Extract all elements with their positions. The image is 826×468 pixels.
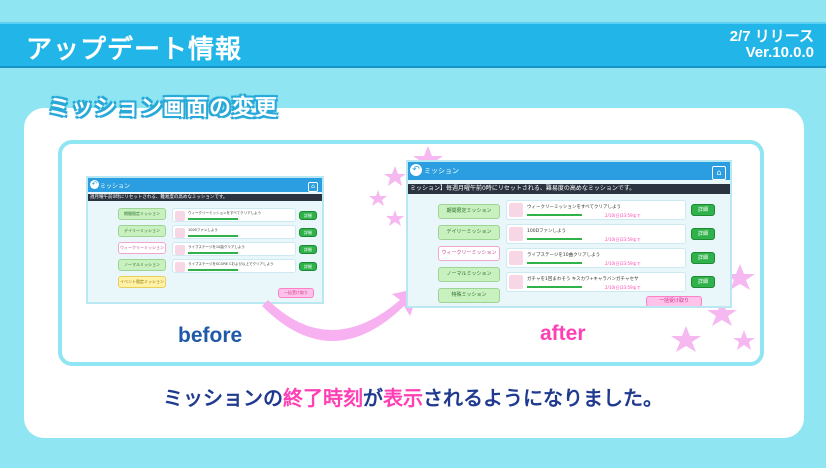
mission-tabs: 期間限定ミッション デイリーミッション ウィークリーミッション ノーマルミッショ… [118,208,166,293]
mission-thumbnail [175,228,185,238]
footer-suffix: されるようになりました。 [423,386,663,410]
mission-message: 週月曜午前0時にリセットされる、難易度の高めなミッションです。 [88,194,322,201]
before-caption: before [178,324,243,347]
progress-bar [527,214,582,216]
list-item: ライブステージを10曲クリアしよう 2/10(日)23:59まで 詳細 [506,248,715,268]
mission-header: ↶ ミッション ⌂ [88,178,322,192]
mission-text: 1000ファンしよう [188,228,218,232]
list-item: ウィークリーミッションをすべてクリアしよう 2/10(日)23:59まで 詳細 [506,200,715,220]
mission-text: 100Dファンしよう [527,229,567,234]
footer-middle: が [363,386,383,410]
page-title: アップデート情報 [26,35,243,65]
tab-limited: 期間限定ミッション [438,204,500,219]
progress-bar [188,269,238,271]
tab-normal: ノーマルミッション [118,259,166,271]
detail-button: 詳細 [691,276,715,288]
tab-daily: デイリーミッション [118,225,166,237]
mission-message: ミッション】毎週月曜午前0時にリセットされる、難易度の高めなミッションです。 [408,184,730,194]
mission-thumbnail [509,251,523,265]
detail-button: 詳細 [691,228,715,240]
detail-button: 詳細 [299,228,317,237]
end-time: 2/10(日)23:59まで [605,261,641,266]
mission-list: ウィークリーミッションをすべてクリアしよう 2/10(日)23:59まで 詳細 … [506,200,715,296]
header-label: ミッション [100,183,131,190]
list-item: 1000ファンしよう 詳細 [172,225,317,239]
progress-bar [188,218,238,220]
version-label: Ver.10.0.0 [745,44,814,61]
end-time: 2/10(日)23:59まで [605,213,641,218]
footer-message: ミッションの終了時刻が表示されるようになりました。 [0,382,826,411]
mission-thumbnail [175,262,185,272]
progress-bar [188,235,238,237]
section-title: ミッション画面の変更 [48,96,279,121]
tab-limited: 期間限定ミッション [118,208,166,220]
before-screenshot: ↶ ミッション ⌂ 週月曜午前0時にリセットされる、難易度の高めなミッションです… [86,176,324,304]
mission-text: ウィークリーミッションをすべてクリアしよう [527,205,622,210]
progress-bar [188,252,238,254]
mission-list: ウィークリーミッションをすべてクリアしよう 詳細 1000ファンしよう 詳細 ラ… [172,208,317,276]
list-item: ライブステージをSCORE Cおよび以上でクリアしよう 詳細 [172,259,317,273]
mission-text: ライブステージを10曲クリアしよう [527,253,601,258]
footer-highlight-display: 表示 [383,386,423,410]
list-item: ウィークリーミッションをすべてクリアしよう 詳細 [172,208,317,222]
mission-text: ライブステージを10曲クリアしよう [188,245,245,249]
back-icon: ↶ [90,180,99,189]
progress-bar [527,238,582,240]
tab-weekly: ウィークリーミッション [118,242,166,254]
bulk-receive-button: 一括受け取り [646,296,702,306]
detail-button: 詳細 [691,204,715,216]
mission-tabs: 期間限定ミッション デイリーミッション ウィークリーミッション ノーマルミッショ… [438,204,500,306]
mission-header: ↶ ミッション ⌂ [408,162,730,180]
tab-special: 特殊ミッション [438,288,500,303]
list-item: 100Dファンしよう 2/10(日)23:59まで 詳細 [506,224,715,244]
release-date: 2/7 リリース [729,28,814,45]
list-item: ライブステージを10曲クリアしよう 詳細 [172,242,317,256]
mission-text: ガチャを1回まわそう キスカワ+キャラバンガチャセサ [527,277,639,282]
tab-normal: ノーマルミッション [438,267,500,282]
mission-thumbnail [175,211,185,221]
detail-button: 詳細 [299,211,317,220]
progress-bar [527,286,582,288]
back-icon: ↶ [410,164,422,176]
mission-thumbnail [175,245,185,255]
mission-thumbnail [509,203,523,217]
after-screenshot: ↶ ミッション ⌂ ミッション】毎週月曜午前0時にリセットされる、難易度の高めな… [406,160,732,308]
detail-button: 詳細 [299,245,317,254]
mission-thumbnail [509,227,523,241]
home-icon: ⌂ [308,182,318,192]
tab-weekly: ウィークリーミッション [438,246,500,261]
detail-button: 詳細 [691,252,715,264]
home-icon: ⌂ [712,166,726,180]
progress-bar [527,262,582,264]
tab-daily: デイリーミッション [438,225,500,240]
title-bar: アップデート情報 2/7 リリース Ver.10.0.0 [0,22,826,68]
header-label: ミッション [424,167,459,175]
release-info: 2/7 リリース Ver.10.0.0 [730,29,814,61]
list-item: ガチャを1回まわそう キスカワ+キャラバンガチャセサ 2/10(日)23:59ま… [506,272,715,292]
mission-thumbnail [509,275,523,289]
mission-text: ウィークリーミッションをすべてクリアしよう [188,211,262,215]
end-time: 2/10(日)23:59まで [605,237,641,242]
bulk-receive-button: 一括受け取り [278,288,314,298]
footer-prefix: ミッションの [163,386,283,410]
detail-button: 詳細 [299,262,317,271]
after-caption: after [540,322,586,345]
tab-event: イベント限定ミッション [118,276,166,288]
mission-text: ライブステージをSCORE Cおよび以上でクリアしよう [188,262,274,266]
end-time: 2/10(日)23:59まで [605,285,641,290]
footer-highlight-end-time: 終了時刻 [283,386,363,410]
